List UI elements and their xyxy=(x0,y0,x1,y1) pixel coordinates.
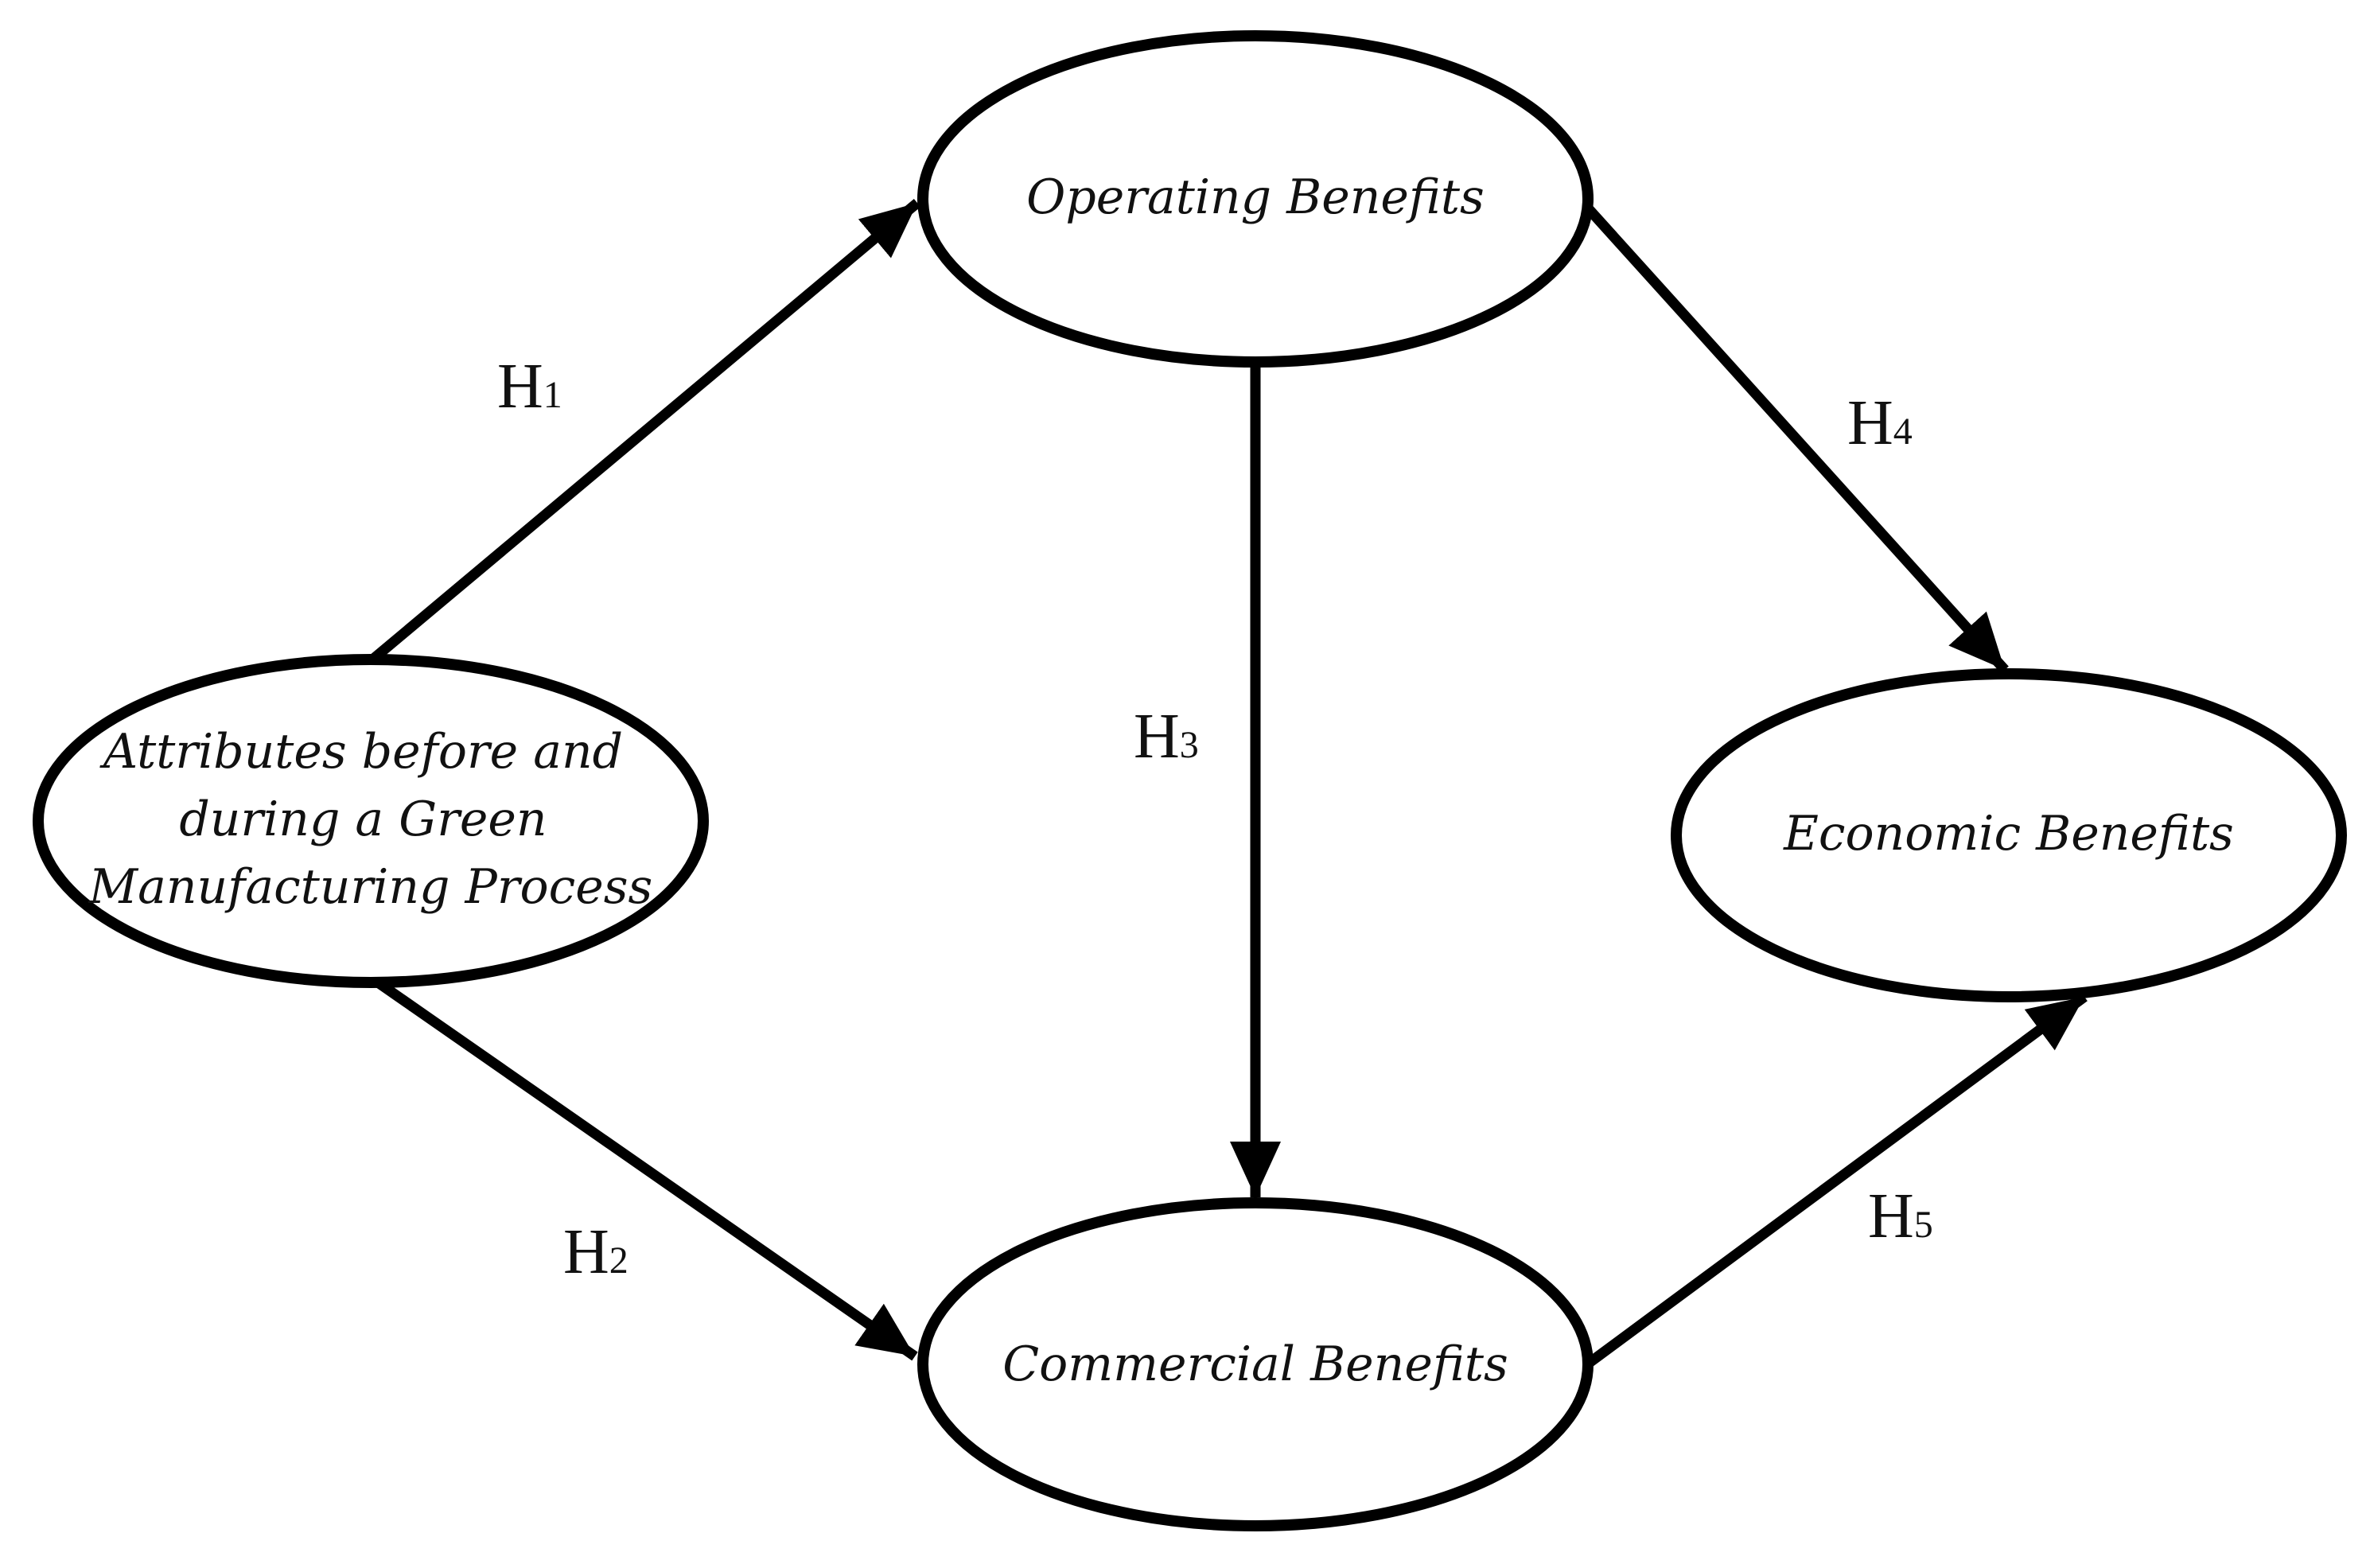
edge-label-h5-subscript: 5 xyxy=(1914,1204,1933,1246)
node-attributes-line-1: Attributes before and xyxy=(99,724,623,780)
edge-attributes-to-commercial xyxy=(375,978,918,1361)
node-attributes: Attributes before and during a Green Man… xyxy=(33,654,709,988)
node-operating-label: Operating Benefits xyxy=(1026,169,1485,225)
edge-label-h2: H2 xyxy=(563,1217,628,1287)
node-operating: Operating Benefits xyxy=(917,30,1594,368)
node-operating-ellipse xyxy=(917,30,1594,368)
node-attributes-label: Attributes before and during a Green Man… xyxy=(88,724,653,915)
edges xyxy=(368,199,2088,1369)
node-attributes-ellipse xyxy=(33,654,709,988)
node-commercial: Commercial Benefits xyxy=(917,1197,1594,1531)
edge-label-h4-subscript: 4 xyxy=(1893,410,1913,453)
edge-label-h2-subscript: 2 xyxy=(609,1239,628,1282)
node-attributes-line-2: during a Green xyxy=(179,792,547,847)
edge-label-h5: H5 xyxy=(1868,1181,1933,1251)
node-commercial-ellipse xyxy=(917,1197,1594,1531)
node-economic: Economic Benefits xyxy=(1671,668,2347,1002)
edge-label-h3: H3 xyxy=(1134,702,1199,772)
edge-label-h3-subscript: 3 xyxy=(1180,724,1199,766)
node-commercial-label: Commercial Benefits xyxy=(1002,1336,1508,1392)
node-economic-label: Economic Benefits xyxy=(1783,806,2234,862)
edge-label-h1-subscript: 1 xyxy=(543,374,562,416)
edge-attributes-to-operating xyxy=(368,199,921,664)
node-attributes-line-3: Manufacturing Process xyxy=(88,859,653,915)
edge-label-h4: H4 xyxy=(1847,388,1913,458)
edge-operating-to-economic xyxy=(1579,199,2009,674)
edge-label-h1: H1 xyxy=(497,352,562,422)
edge-labels: H1 H2 H3 H4 H5 xyxy=(497,352,1933,1287)
node-economic-ellipse xyxy=(1671,668,2347,1002)
edge-commercial-to-economic xyxy=(1584,992,2088,1369)
